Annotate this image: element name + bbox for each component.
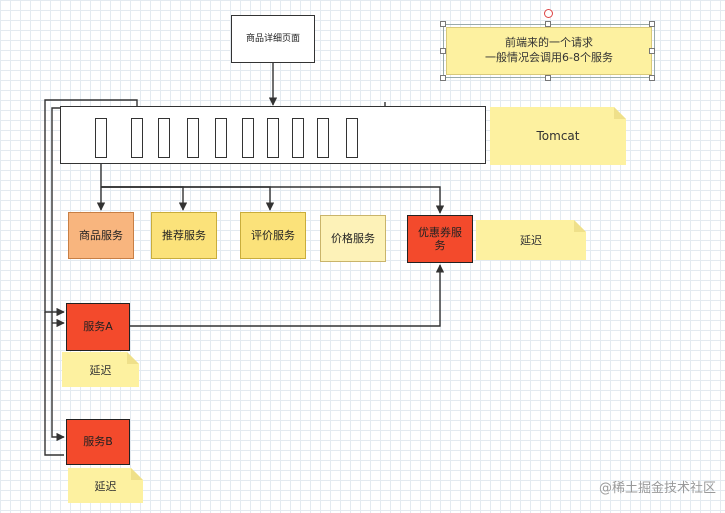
thread-slot bbox=[158, 118, 170, 158]
resize-handle[interactable] bbox=[649, 75, 655, 81]
tomcat-note[interactable]: Tomcat bbox=[490, 107, 626, 165]
product-detail-page-box[interactable]: 商品详细页面 bbox=[231, 15, 315, 63]
thread-slot bbox=[187, 118, 199, 158]
watermark-label: @稀土掘金技术社区 bbox=[598, 481, 716, 496]
tomcat-note-label: Tomcat bbox=[536, 129, 580, 143]
delay-note-b-label: 延迟 bbox=[94, 479, 117, 493]
resize-handle[interactable] bbox=[649, 48, 655, 54]
thread-slot bbox=[131, 118, 143, 158]
resize-handle[interactable] bbox=[440, 75, 446, 81]
thread-slot bbox=[317, 118, 329, 158]
review-service[interactable]: 评价服务 bbox=[240, 212, 306, 259]
thread-slot bbox=[215, 118, 227, 158]
price-service[interactable]: 价格服务 bbox=[320, 215, 386, 262]
watermark: @稀土掘金技术社区 bbox=[566, 477, 716, 499]
recommend-service-label: 推荐服务 bbox=[162, 228, 206, 242]
coupon-service[interactable]: 优惠券服务 bbox=[407, 215, 473, 263]
delay-note-coupon[interactable]: 延迟 bbox=[476, 220, 586, 260]
thread-slot bbox=[95, 118, 107, 158]
thread-slot bbox=[346, 118, 358, 158]
service-b-label: 服务B bbox=[83, 435, 113, 449]
thread-slot bbox=[242, 118, 254, 158]
product-service-label: 商品服务 bbox=[79, 228, 123, 242]
thread-slot bbox=[292, 118, 304, 158]
product-service[interactable]: 商品服务 bbox=[68, 212, 134, 259]
resize-handle[interactable] bbox=[440, 21, 446, 27]
delay-note-coupon-label: 延迟 bbox=[520, 234, 542, 247]
service-a-label: 服务A bbox=[83, 320, 113, 334]
review-service-label: 评价服务 bbox=[251, 228, 295, 242]
request-note[interactable]: 前端来的一个请求 一般情况会调用6-8个服务 bbox=[446, 27, 652, 75]
thread-slot bbox=[267, 118, 279, 158]
selection-outline bbox=[443, 24, 655, 78]
product-detail-page-label: 商品详细页面 bbox=[245, 33, 300, 44]
price-service-label: 价格服务 bbox=[331, 231, 375, 245]
delay-note-a-label: 延迟 bbox=[89, 363, 112, 377]
service-a[interactable]: 服务A bbox=[66, 303, 130, 351]
delay-note-b[interactable]: 延迟 bbox=[68, 468, 143, 503]
request-note-label: 前端来的一个请求 一般情况会调用6-8个服务 bbox=[485, 36, 613, 64]
coupon-service-label: 优惠券服务 bbox=[418, 225, 462, 252]
resize-handle[interactable] bbox=[545, 75, 551, 81]
service-b[interactable]: 服务B bbox=[66, 419, 130, 465]
resize-handle[interactable] bbox=[649, 21, 655, 27]
resize-handle[interactable] bbox=[440, 48, 446, 54]
recommend-service[interactable]: 推荐服务 bbox=[151, 212, 217, 259]
resize-handle[interactable] bbox=[545, 21, 551, 27]
delay-note-a[interactable]: 延迟 bbox=[62, 352, 139, 387]
rotate-handle[interactable] bbox=[544, 9, 553, 18]
